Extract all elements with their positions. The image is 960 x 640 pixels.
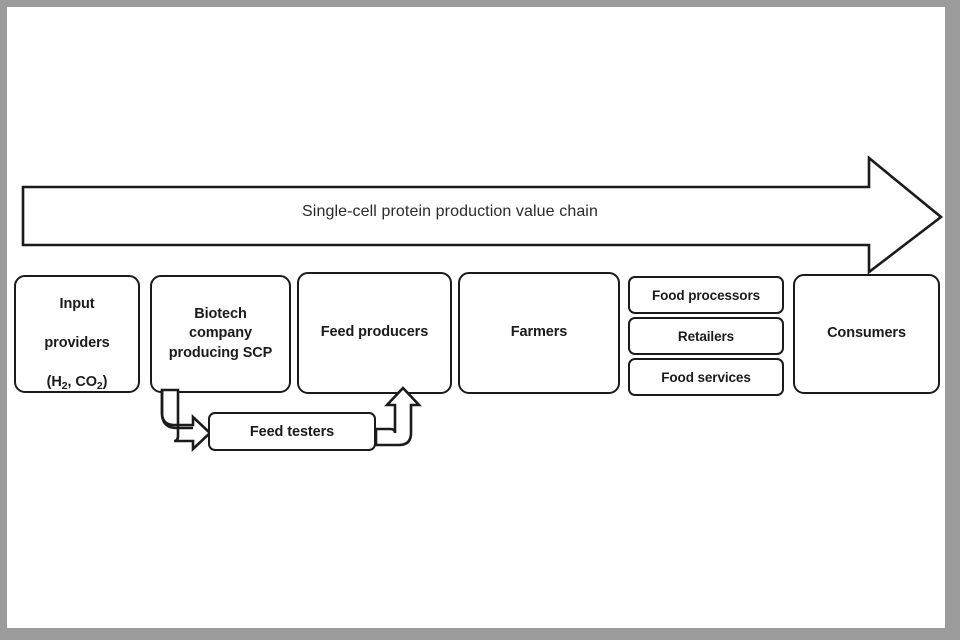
connector-feed-testers-to-feed-producers xyxy=(374,386,423,447)
node-feed-producers-label: Feed producers xyxy=(320,324,429,341)
node-biotech-company[interactable]: Biotech company producing SCP xyxy=(150,275,291,393)
node-feed-testers[interactable]: Feed testers xyxy=(208,412,376,451)
node-feed-producers[interactable]: Feed producers xyxy=(297,272,452,394)
node-input-providers[interactable]: Input providers (H2, CO2) xyxy=(14,275,140,393)
banner-label: Single-cell protein production value cha… xyxy=(302,203,598,220)
node-farmers[interactable]: Farmers xyxy=(458,272,620,394)
node-food-services-label: Food services xyxy=(661,369,751,385)
figure-canvas: Single-cell protein production value cha… xyxy=(7,7,945,628)
node-farmers-label: Farmers xyxy=(510,324,568,341)
node-retailers[interactable]: Retailers xyxy=(628,317,784,355)
node-biotech-company-label: Biotech company producing SCP xyxy=(168,305,273,361)
input-gases-formula: (H2, CO2) xyxy=(46,374,108,393)
node-feed-testers-label: Feed testers xyxy=(249,423,335,440)
node-food-processors-label: Food processors xyxy=(651,287,761,303)
node-consumers-label: Consumers xyxy=(827,325,906,342)
node-consumers[interactable]: Consumers xyxy=(793,274,940,394)
node-food-services[interactable]: Food services xyxy=(628,358,784,396)
connector-biotech-to-feed-testers xyxy=(160,388,212,453)
node-retailers-label: Retailers xyxy=(677,328,735,344)
node-food-processors[interactable]: Food processors xyxy=(628,276,784,314)
node-input-providers-label: Input providers (H2, CO2) xyxy=(44,295,110,393)
